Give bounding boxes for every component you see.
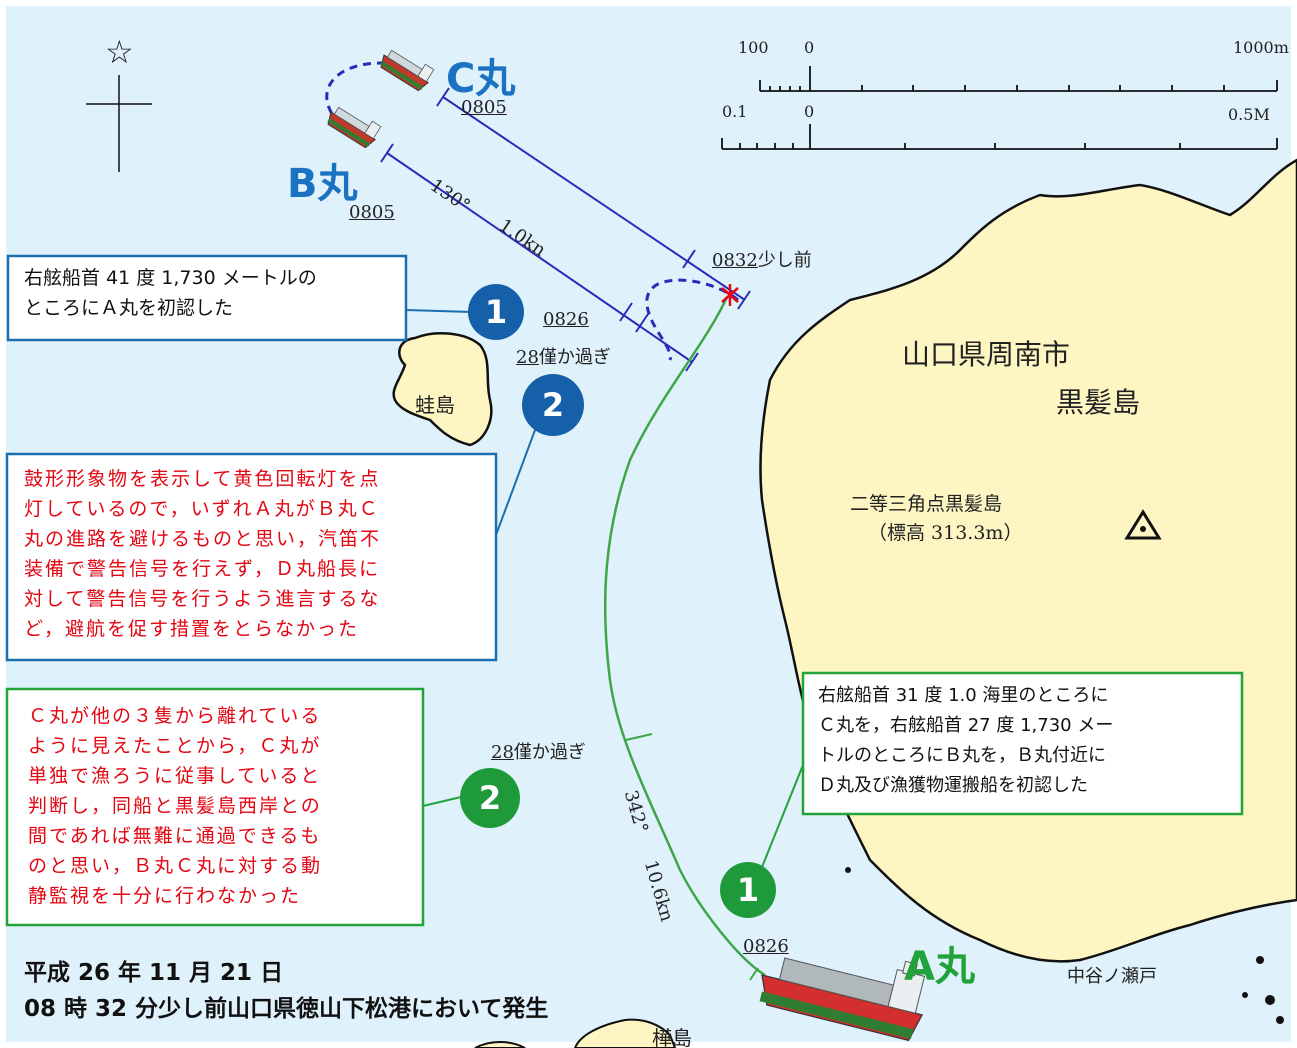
callout-b1-number-badge: 1 [468,284,524,340]
callout-b2-line-3: 丸の進路を避けるものと思い，汽笛不 [24,528,382,550]
scale-top-label-0: 0 [804,38,815,57]
scale-bar [721,66,1278,150]
island-label: 黒髪島 [1056,386,1141,419]
a-maru-28-label: 28僅か過ぎ [491,738,586,764]
callout-a1-line-1: 右舷船首 31 度 1.0 海里のところに [818,685,1109,706]
b-maru-0826-label: 0826 [543,309,589,330]
b-maru-track [380,143,699,372]
collision-time-suffix: 少し前 [757,250,812,271]
kaba-island-land [573,1018,677,1048]
collision-time-hour: 0832 [712,250,758,271]
b-maru-28-num: 28 [516,347,539,368]
callout-b2-line-2: 灯しているので，いずれＡ丸がＢ丸Ｃ [24,498,380,520]
c-maru-track [436,87,751,310]
callout-b2-number-badge: 2 [522,374,584,436]
a-maru-28-num: 28 [491,742,514,763]
a-maru-ship-icon [759,957,926,1042]
b-maru-28-suffix: 僅か過ぎ [538,347,611,368]
kaeru-jima-label: 蛙島 [415,393,455,417]
kaeru-island-land [392,332,493,447]
callout-a2-line-3: 単独で漁ろうに従事していると [28,765,322,787]
callout-a1-line-2: Ｃ丸を，右舷船首 27 度 1,730 メー [818,715,1114,736]
callout-a2-line-7: 静監視を十分に行わなかった [28,885,302,907]
a-maru-0826-label: 0826 [743,936,789,957]
callout-b2-line-4: 装備で警告信号を行えず，Ｄ丸船長に [24,558,381,580]
callout-a2-line-5: 間であれば無難に通過できるも [28,825,322,847]
kurokami-island-land [759,158,1297,963]
callout-b-maru-2: 鼓形形象物を表示して黄色回転灯を点 灯しているので，いずれＡ丸がＢ丸Ｃ 丸の進路… [24,464,490,654]
c-maru-0805-label: 0805 [461,97,507,118]
incident-date: 平成 26 年 11 月 21 日 [24,960,284,986]
scale-top-label-100: 100 [738,38,769,57]
incident-description: 08 時 32 分少し前山口県徳山下松港において発生 [24,996,549,1022]
callout-b2-line-6: ど，避航を促す措置をとらなかった [24,618,360,640]
callout-a-maru-1: 右舷船首 31 度 1.0 海里のところに Ｃ丸を，右舷船首 27 度 1,73… [818,681,1238,809]
b-maru-0805-label: 0805 [349,202,395,223]
callout-a2-number-badge: 2 [460,768,520,828]
a-maru-label: A丸 [904,944,975,990]
benchmark-label-1: 二等三角点黒髪島 [850,493,1003,515]
callout-a-maru-2: Ｃ丸が他の３隻から離れている ように見えたことから，Ｃ丸が 単独で漁ろうに従事し… [28,701,418,921]
a-maru-28-suffix: 僅か過ぎ [513,742,586,763]
callout-a2-line-1: Ｃ丸が他の３隻から離れている [28,705,322,727]
scale-top-label-1000m: 1000m [1233,38,1289,57]
collision-mark-icon [721,284,739,306]
callout-a1-number-badge: 1 [720,862,776,918]
callout-a2-line-2: ように見えたことから，Ｃ丸が [28,735,322,757]
callout-b2-line-1: 鼓形形象物を表示して黄色回転灯を点 [24,468,381,490]
collision-time-label: 0832少し前 [712,246,812,272]
c-maru-dashed-turn [325,61,386,132]
benchmark-label-2: （標高 313.3m） [868,522,1023,544]
scale-bottom-label-0: 0 [804,102,815,121]
b-maru-28-label: 28僅か過ぎ [516,343,611,369]
triangulation-point-icon [1124,509,1162,540]
kaba-jima-label: 樺島 [652,1026,692,1048]
strait-label: 中谷ノ瀬戸 [1067,966,1157,987]
c-maru-ship-icon [380,49,435,92]
callout-b1-line-1: 右舷船首 41 度 1,730 メートルの [24,267,317,289]
b-maru-ship-icon [327,106,382,149]
callout-a1-line-3: トルのところにＢ丸を，Ｂ丸付近に [818,745,1106,766]
city-label: 山口県周南市 [902,338,1071,371]
b-maru-label: B丸 [287,161,358,207]
callout-b2-line-5: 対して警告信号を行うよう進言するな [24,588,381,610]
callout-b-maru-1: 右舷船首 41 度 1,730 メートルの ところにＡ丸を初認した [24,263,396,335]
a-maru-track [603,296,766,977]
callout-a1-line-4: Ｄ丸及び漁獲物運搬船を初認した [818,775,1088,796]
north-arrow-icon [86,75,152,172]
callout-a2-line-4: 判断し，同船と黒髪島西岸との [28,795,322,817]
scale-bottom-label-0-5m: 0.5M [1228,105,1270,124]
b-maru-dashed-turn [645,278,739,361]
callout-b1-line-2: ところにＡ丸を初認した [24,297,234,319]
c-maru-label: C丸 [446,56,516,102]
callout-a2-line-6: のと思い，Ｂ丸Ｃ丸に対する動 [28,855,323,877]
scale-bottom-label-0-1: 0.1 [722,102,748,121]
north-star-icon: ☆ [105,33,134,71]
